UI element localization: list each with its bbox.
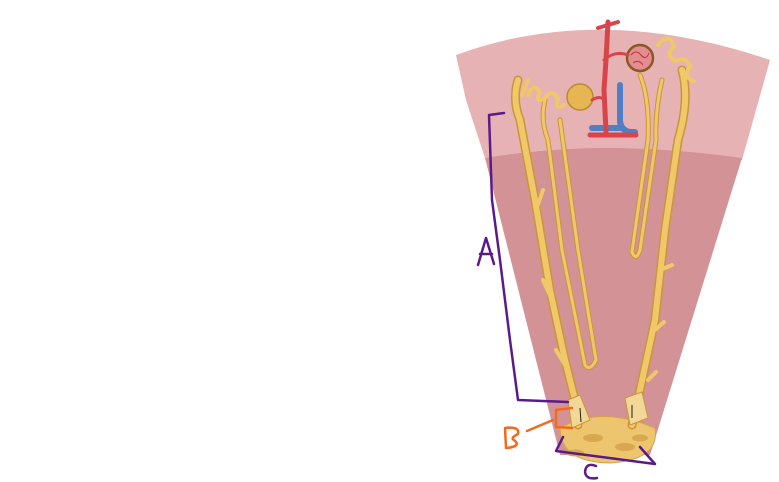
- annotation-c: [554, 435, 657, 480]
- cortex-region: [456, 29, 770, 160]
- tubules: [510, 36, 696, 430]
- glomerulus-left: [566, 83, 594, 111]
- blood-vessels: [587, 19, 639, 138]
- annotation-b: [503, 406, 574, 450]
- medulla-region: [485, 148, 742, 455]
- annotation-a: [476, 111, 570, 404]
- glomerulus-right: [625, 43, 655, 73]
